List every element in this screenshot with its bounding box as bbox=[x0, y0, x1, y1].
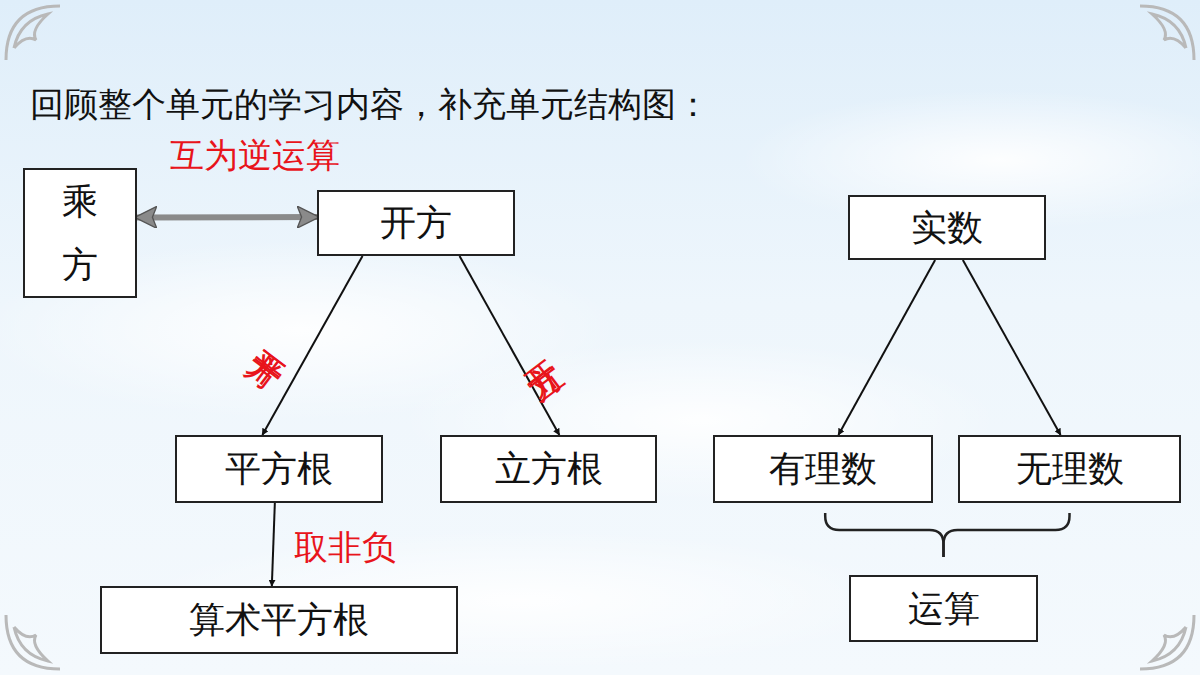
arrow-connector bbox=[460, 256, 560, 435]
concept-box: 运算 bbox=[849, 575, 1038, 642]
concept-box: 开方 bbox=[317, 190, 515, 256]
concept-box: 算术平方根 bbox=[100, 586, 458, 654]
concept-box: 无理数 bbox=[958, 435, 1181, 503]
concept-box: 立方根 bbox=[440, 435, 657, 503]
concept-box: 实数 bbox=[848, 195, 1046, 260]
concept-text: 无理数 bbox=[1016, 447, 1124, 490]
concept-text: 运算 bbox=[908, 587, 980, 630]
concept-box: 平方根 bbox=[175, 435, 383, 503]
concept-text: 平方根 bbox=[225, 447, 333, 490]
brace-connector bbox=[944, 513, 1070, 557]
arrow-connector bbox=[262, 256, 362, 435]
concept-text: 开方 bbox=[380, 201, 452, 244]
edge-label: 互为逆运算 bbox=[170, 138, 340, 172]
concept-text: 算术平方根 bbox=[189, 598, 369, 641]
arrow-connector bbox=[963, 260, 1061, 435]
corner-ornament bbox=[6, 6, 1194, 669]
concept-text: 乘 方 bbox=[60, 170, 100, 296]
concept-box: 有理数 bbox=[713, 435, 933, 503]
edge-label: 取非负 bbox=[294, 530, 396, 564]
arrow-connector bbox=[838, 260, 935, 435]
arrow-connector bbox=[272, 503, 275, 586]
brace-connector bbox=[825, 513, 943, 557]
concept-text: 立方根 bbox=[495, 447, 603, 490]
concept-text: 有理数 bbox=[769, 447, 877, 490]
inverse-arrow bbox=[137, 214, 317, 220]
concept-box: 乘 方 bbox=[23, 168, 137, 298]
concept-text: 实数 bbox=[911, 206, 983, 249]
slide-title: 回顾整个单元的学习内容，补充单元结构图： bbox=[30, 82, 710, 128]
